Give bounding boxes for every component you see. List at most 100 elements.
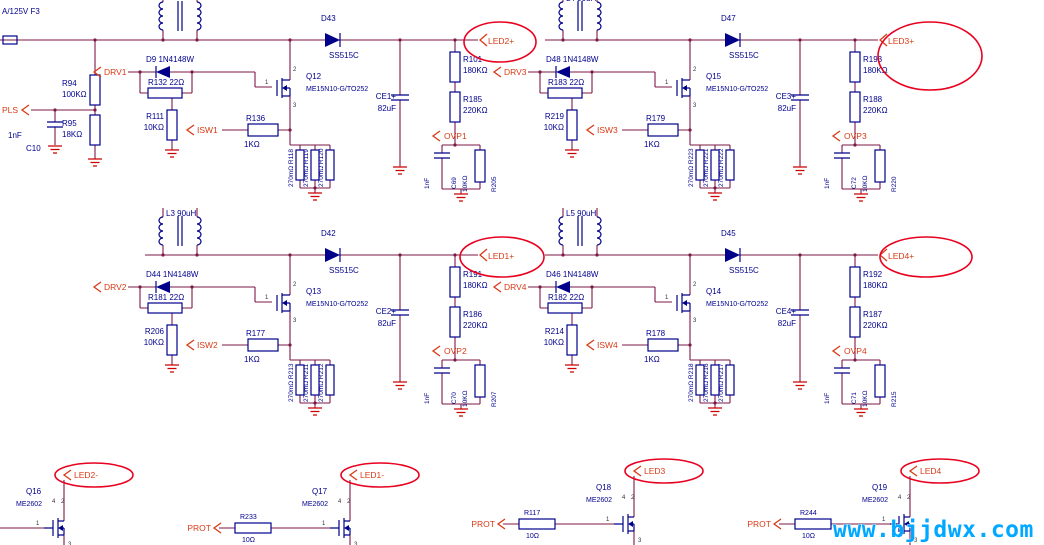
ovp-net-label: OVP2: [444, 346, 467, 356]
gate-resistor-label: R182 22Ω: [548, 293, 584, 302]
mosfet-icon: [614, 514, 635, 534]
net-arrow-icon: [879, 33, 888, 47]
ground-icon: [564, 364, 580, 373]
output-cap-icon: [391, 94, 409, 101]
mosfet-part-label: ME2602: [586, 497, 612, 504]
transformer-secondary-coil: [196, 1, 202, 31]
pls-net-label: PLS: [2, 105, 18, 115]
transformer-secondary-coil: [196, 216, 202, 246]
ovp-cap-icon: [434, 152, 450, 159]
output-diode-icon: [725, 33, 740, 47]
fuse-label: A/125V F3: [2, 7, 40, 16]
c10-ref-label: C10: [26, 144, 41, 153]
sense-resistor-body: [695, 364, 705, 396]
fb-top-val-label: 180KΩ: [463, 66, 488, 75]
pin-number: 1: [36, 521, 40, 527]
gate-resistor-body: [547, 87, 583, 99]
ovp-res-val-label: 10KΩ: [462, 390, 469, 407]
mosfet-ref-label: Q16: [26, 487, 42, 496]
net-arrow-icon: [62, 469, 72, 481]
driver-channel: L5 90uH D46 1N4148W DRV4 R182 22Ω R214 1…: [492, 208, 914, 417]
mosfet-ref-label: Q17: [312, 487, 328, 496]
gate-diode-icon: [156, 281, 170, 293]
ovp-net-label: OVP3: [844, 131, 867, 141]
sense-resistor-label: 270mΩ R118: [288, 149, 295, 187]
ground-icon: [392, 166, 408, 175]
ovp-cap-ref-label: C70: [451, 392, 458, 404]
led-net-label: LED3+: [888, 36, 914, 46]
mosfet-part-label: ME2602: [16, 501, 42, 508]
fb-top-val-label: 180KΩ: [863, 66, 888, 75]
output-cap-icon: [791, 309, 809, 316]
prot-net-label: PROT: [747, 519, 771, 529]
pulldown-val-label: 10KΩ: [544, 338, 564, 347]
net-arrow-icon: [212, 522, 222, 534]
pin-number: 2: [61, 499, 65, 505]
net-arrow-icon: [492, 66, 502, 78]
ovp-cap-icon: [434, 367, 450, 374]
mosfet-part-label: ME15N10-G/TO252: [706, 301, 768, 308]
sense-resistor-body: [710, 149, 720, 181]
sense-resistor-label: 270mΩ R218: [688, 363, 695, 402]
led-net-label: LED3: [644, 466, 666, 476]
transformer-core: [577, 216, 583, 246]
sense-resistor-label: 270mΩ R223: [688, 148, 695, 187]
mosfet-part-label: ME15N10-G/TO252: [706, 86, 768, 93]
fb-top-ref-label: R191: [463, 270, 483, 279]
output-diode-val-label: SS515C: [729, 266, 759, 275]
dim-wires: [219, 480, 351, 545]
junction-dots: [138, 253, 457, 405]
net-arrow-icon: [185, 339, 195, 351]
divider-resistor-bottom-body: [89, 114, 101, 146]
sense-resistor-body: [325, 364, 335, 396]
dim-wires: [503, 476, 635, 545]
sense-resistor-label: 270mΩ R212: [318, 363, 325, 402]
filter-ref-label: R178: [646, 329, 666, 338]
mosfet-ref-label: Q15: [706, 72, 722, 81]
output-diode-val-label: SS515C: [729, 51, 759, 60]
inductor-label: L3 90uH: [166, 209, 196, 218]
pin-number-source: 3: [693, 318, 697, 324]
output-diode-icon: [725, 248, 740, 262]
transformer-secondary-coil: [596, 1, 602, 31]
sense-resistor-body: [325, 149, 335, 181]
filter-ref-label: R177: [246, 329, 266, 338]
prot-net-label: PROT: [187, 523, 211, 533]
mosfet-icon: [676, 293, 691, 313]
ground-icon: [707, 407, 723, 416]
net-arrow-icon: [431, 345, 441, 357]
sense-resistor-body: [695, 149, 705, 181]
fb-bottom-val-label: 220KΩ: [863, 106, 888, 115]
pin-number-drain: 2: [293, 67, 297, 73]
feedback-resistor-bottom-body: [849, 306, 861, 338]
r95-ref-label: R95: [62, 119, 77, 128]
pin-number-source: 3: [693, 103, 697, 109]
sense-resistor-label: 270mΩ R221: [703, 148, 710, 187]
pulldown-resistor-body: [566, 109, 578, 141]
dim-wires: [779, 476, 911, 545]
gate-resistor-body: [147, 302, 183, 314]
gate-res-ref-label: R117: [524, 510, 540, 517]
gate-resistor-body: [547, 302, 583, 314]
gate-diode-icon: [556, 281, 570, 293]
pin-number: 4: [338, 499, 342, 505]
ground-icon: [307, 407, 323, 416]
mosfet-ref-label: Q14: [706, 287, 722, 296]
mosfet-icon: [676, 78, 691, 98]
sense-resistor-label: 270mΩ R213: [288, 363, 295, 402]
ground-icon: [307, 192, 323, 201]
sense-filter-resistor-body: [247, 338, 279, 352]
sense-resistor-body: [310, 364, 320, 396]
fb-top-ref-label: R101: [463, 55, 483, 64]
ovp-resistor-body: [474, 364, 486, 398]
gate-resistor-body: [518, 518, 556, 530]
pin-number: 3: [354, 542, 358, 545]
sense-resistor-label: 270mΩ R119: [303, 149, 310, 187]
led-net-label: LED2+: [488, 36, 514, 46]
dim-circuit-1: LED2- Q16 ME2602 4 2 1 3: [0, 462, 134, 545]
r95-val-label: 18KΩ: [62, 130, 82, 139]
fb-top-ref-label: R193: [863, 55, 883, 64]
transformer-core: [177, 216, 183, 246]
pin-number: 4: [52, 499, 56, 505]
